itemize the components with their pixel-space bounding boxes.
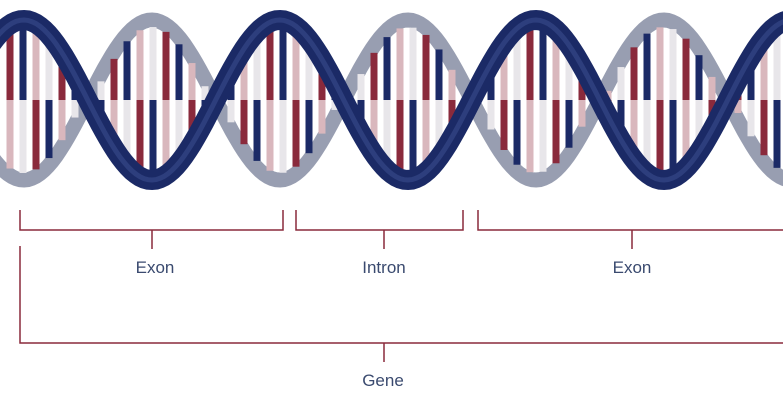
base-pair-rung-half [33,100,40,169]
base-pair-rung-half [761,100,768,155]
base-pair-rung-half [228,100,235,122]
base-pair-rung-half [46,100,53,158]
base-pair-rung-half [176,44,183,100]
base-pair-rung-half [670,100,677,171]
base-pair-rung-half [540,100,547,172]
base-pair-rung-half [436,49,443,100]
base-pair-rung-half [527,28,534,100]
base-pair-rung-half [20,100,27,173]
base-pair-rung-half [137,30,144,100]
base-pair-rung-half [267,100,274,171]
base-pair-rung-half [397,100,404,172]
base-pair-rung-half [124,41,131,100]
base-pair-rung-half [501,100,508,150]
base-pair-rung-half [7,100,14,169]
base-pair-rung-half [410,28,417,100]
base-pair-rung-half [319,100,326,134]
base-pair-rung-half [254,100,261,161]
base-pair-rung-half [397,28,404,100]
base-pair-rung-half [98,81,105,100]
base-pair-rung-half [72,100,79,118]
base-pair-rung-half [137,100,144,170]
exon-2-bracket [478,210,783,249]
base-pair-rung-half [371,53,378,100]
base-pair-rung-half [449,70,456,100]
base-pair-rung-half [696,55,703,100]
base-pair-rung-half [683,39,690,100]
exon-1-label: Exon [136,258,175,278]
base-pair-rung-half [748,100,755,136]
base-pair-rung-half [150,100,157,173]
base-pair-rung-half [553,100,560,163]
base-pair-rung-half [7,31,14,100]
base-pair-rung-half [631,47,638,100]
base-pair-rung-half [189,63,196,100]
base-pair-rung-half [293,100,300,167]
base-pair-rung-half [514,100,521,165]
base-pair-rung-half [774,32,781,100]
base-pair-rung-half [644,34,651,100]
base-pair-rung-half [20,27,27,100]
base-pair-rung-half [358,74,365,100]
base-pair-rung-half [488,100,495,129]
base-pair-rung-half [670,29,677,100]
base-pair-rung-half [163,100,170,168]
exon-1-bracket [20,210,283,249]
base-pair-rung-half [384,37,391,100]
base-pair-rung-half [293,33,300,100]
base-pair-rung-half [644,100,651,166]
base-pair-rung-half [527,100,534,172]
intron-bracket [296,210,463,249]
base-pair-rung-half [579,100,586,127]
base-pair-rung-half [267,29,274,100]
base-pair-rung-half [163,32,170,100]
exon-2-label: Exon [613,258,652,278]
base-pair-rung-half [618,67,625,100]
base-pair-rung-half [423,35,430,100]
base-pair-rung-half [59,100,66,140]
base-pair-rung-half [280,27,287,100]
intron-label: Intron [362,258,405,278]
brackets [20,210,783,362]
base-pair-rung-half [150,27,157,100]
base-pair-rung-half [33,31,40,100]
base-pair-rung-half [657,100,664,173]
gene-label: Gene [362,371,404,391]
base-pair-rung-half [540,28,547,100]
base-pair-rung-half [709,77,716,100]
base-pair-rung-half [280,100,287,173]
base-pair-rung-half [111,59,118,100]
base-pair-rung-half [657,27,664,100]
base-pair-rung-half [410,100,417,172]
base-pair-rung-half [774,100,781,168]
base-pair-rung-half [306,100,313,153]
base-pair-rung-half [566,100,573,148]
base-pair-rung-half [241,100,248,144]
